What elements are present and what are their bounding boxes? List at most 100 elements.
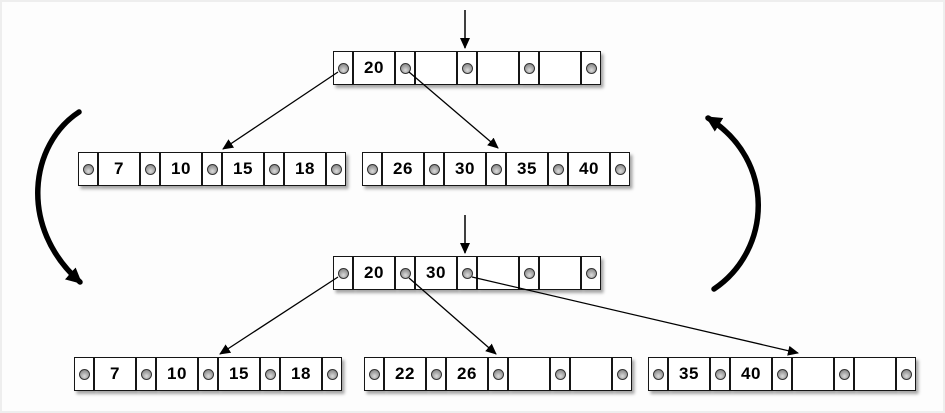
pointer-cell <box>519 256 539 290</box>
pointer-cell <box>457 51 477 85</box>
key-cell: 18 <box>284 152 326 186</box>
pointer-dot-icon <box>461 62 473 74</box>
pointer-dot-icon <box>614 163 626 175</box>
key-cell: 26 <box>446 357 488 391</box>
key-cell <box>477 256 519 290</box>
pointer-cell <box>457 256 477 290</box>
key-cell: 40 <box>730 357 772 391</box>
pointer-dot-icon <box>206 163 218 175</box>
pointer-cell <box>395 51 415 85</box>
pointer-cell <box>612 357 632 391</box>
pointer-cell <box>550 357 570 391</box>
key-cell: 30 <box>444 152 486 186</box>
key-cell <box>477 51 519 85</box>
pointer-cell <box>896 357 916 391</box>
key-cell: 15 <box>222 152 264 186</box>
pointer-dot-icon <box>776 368 788 380</box>
pointer-dot-icon <box>714 368 726 380</box>
key-cell: 10 <box>160 152 202 186</box>
pointer-cell <box>260 357 280 391</box>
key-cell: 15 <box>218 357 260 391</box>
pointer-cell <box>710 357 730 391</box>
pointer-cell <box>362 152 382 186</box>
key-cell <box>854 357 896 391</box>
btree-node-leaf2-after: 22 26 <box>364 357 632 391</box>
pointer-dot-icon <box>82 163 94 175</box>
pointer-cell <box>78 152 98 186</box>
btree-node-root-after: 20 30 <box>333 256 601 290</box>
pointer-cell <box>581 51 601 85</box>
pointer-dot-icon <box>585 267 597 279</box>
pointer-cell <box>519 51 539 85</box>
key-cell: 35 <box>668 357 710 391</box>
cycle-arrow-right-up-icon <box>705 115 761 292</box>
pointer-cell <box>610 152 630 186</box>
key-cell <box>415 51 457 85</box>
pointer-cell <box>264 152 284 186</box>
pointer-dot-icon <box>140 368 152 380</box>
pointer-dot-icon <box>616 368 628 380</box>
pointer-dot-icon <box>585 62 597 74</box>
pointer-dot-icon <box>268 163 280 175</box>
btree-node-leaf1-after: 7 10 15 18 <box>74 357 342 391</box>
key-cell: 26 <box>382 152 424 186</box>
pointer-dot-icon <box>366 163 378 175</box>
key-cell: 20 <box>353 51 395 85</box>
pointer-dot-icon <box>523 62 535 74</box>
pointer-dot-icon <box>523 267 535 279</box>
pointer-dot-icon <box>428 163 440 175</box>
btree-node-leaf1-before: 7 10 15 18 <box>78 152 346 186</box>
key-cell: 22 <box>384 357 426 391</box>
btree-node-leaf3-after: 35 40 <box>648 357 916 391</box>
pointer-dot-icon <box>264 368 276 380</box>
key-cell: 10 <box>156 357 198 391</box>
pointer-cell <box>202 152 222 186</box>
pointer-cell <box>198 357 218 391</box>
pointer-cell <box>486 152 506 186</box>
pointer-cell <box>136 357 156 391</box>
key-cell: 40 <box>568 152 610 186</box>
pointer-cell <box>364 357 384 391</box>
key-cell: 18 <box>280 357 322 391</box>
pointer-cell <box>548 152 568 186</box>
pointer-dot-icon <box>492 368 504 380</box>
pointer-dot-icon <box>78 368 90 380</box>
key-cell: 7 <box>94 357 136 391</box>
key-cell: 20 <box>353 256 395 290</box>
pointer-cell <box>581 256 601 290</box>
pointer-dot-icon <box>430 368 442 380</box>
pointer-cell <box>326 152 346 186</box>
pointer-dot-icon <box>326 368 338 380</box>
pointer-cell <box>395 256 415 290</box>
btree-node-leaf2-before: 26 30 35 40 <box>362 152 630 186</box>
pointer-dot-icon <box>399 62 411 74</box>
pointer-arrow-root-to-leaf1-after <box>219 276 339 355</box>
btree-node-root-before: 20 <box>333 51 601 85</box>
pointer-cell <box>322 357 342 391</box>
pointer-dot-icon <box>652 368 664 380</box>
pointer-cell <box>333 51 353 85</box>
pointer-cell <box>424 152 444 186</box>
pointer-cell <box>426 357 446 391</box>
pointer-cell <box>648 357 668 391</box>
pointer-dot-icon <box>399 267 411 279</box>
pointer-arrow-root-to-leaf1-before <box>222 71 339 150</box>
pointer-cell <box>488 357 508 391</box>
key-cell <box>508 357 550 391</box>
key-cell <box>792 357 834 391</box>
pointer-dot-icon <box>461 267 473 279</box>
pointer-dot-icon <box>368 368 380 380</box>
pointer-cell <box>834 357 854 391</box>
pointer-cell <box>333 256 353 290</box>
key-cell <box>539 51 581 85</box>
pointer-dot-icon <box>337 267 349 279</box>
pointer-dot-icon <box>900 368 912 380</box>
pointer-cell <box>140 152 160 186</box>
pointer-cell <box>772 357 792 391</box>
key-cell: 7 <box>98 152 140 186</box>
key-cell: 35 <box>506 152 548 186</box>
pointer-dot-icon <box>337 62 349 74</box>
pointer-dot-icon <box>144 163 156 175</box>
pointer-dot-icon <box>490 163 502 175</box>
